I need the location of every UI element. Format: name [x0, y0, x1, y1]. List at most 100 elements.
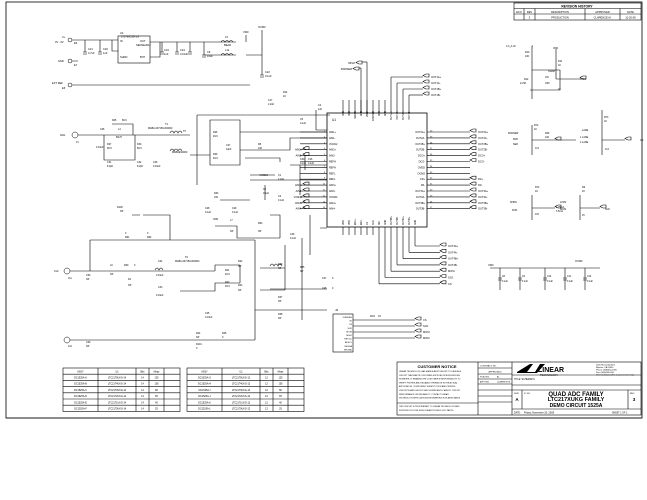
label-analog-in-r33: R33 [214, 192, 219, 195]
u1-pin-label: VDD [343, 220, 345, 225]
label-clock-in-clk: CLK [54, 270, 59, 273]
net-port-icon [439, 267, 447, 272]
table-cell: LTC2170UKG-12 [232, 408, 251, 411]
label-clock-in-r41v: 49.9 [225, 273, 230, 276]
label-title-block-size: A [515, 397, 519, 402]
label-clock-in-r38v: NP [278, 317, 282, 320]
net-label: AIN3- [296, 190, 303, 193]
u1-pin-label: OUT2A- [416, 137, 425, 140]
u1-pin-label: AIN3- [329, 190, 336, 193]
u1-pin-number: 10 [323, 184, 326, 186]
u1-pin-label: REFL [329, 178, 336, 181]
label-jumpers-shdn: SHDN [510, 201, 517, 204]
label-analog-in-r8: R8 [258, 143, 262, 146]
u1-pin-wires [300, 61, 470, 285]
label-jumpers-r74: R74 [535, 186, 540, 189]
label-power-pin-in: IN [120, 39, 123, 43]
spi-pin-label: SCK [348, 328, 353, 330]
label-jumpers-cs: CS [640, 139, 644, 142]
label-jumpers-mosi: MOSI [560, 208, 566, 211]
table-cell: 105 [155, 383, 160, 386]
label-analog-in-c1: C1 [278, 174, 282, 177]
label-clock-in-r37v: NP [278, 300, 282, 303]
table-cell: 80 [155, 389, 158, 392]
u1-pin-label: OUT3A+ [415, 190, 425, 193]
label-title-block-date: Friday, November 20, 2009 [524, 412, 555, 415]
spi-pin-label: CS [349, 324, 353, 326]
label-jumpers-ser: SER [513, 143, 518, 146]
label-power-pin-shdn: SHDN [120, 55, 127, 59]
u1-pin-label: VDD [349, 220, 351, 225]
label-power-pin-sense: SENSE/ADJ [136, 43, 151, 47]
label-power-vdd: VDD [243, 30, 249, 34]
spi-pin-label: 5V [349, 321, 352, 323]
table-cell: DC1525A-K [198, 401, 211, 404]
label-clock-in-t6p: MABA-007159-000000 [175, 260, 200, 263]
label-power-c19v: 1uF [164, 52, 169, 56]
label-jumpers-on: ON [545, 76, 549, 79]
label-power-bead: BEAD [224, 43, 231, 47]
label-analog-in-c29v: 0.1uF [232, 211, 239, 214]
label-power-gnd: GND [58, 59, 64, 63]
label-clock-in-r100: R100 [117, 206, 123, 209]
label-jumpers-lvds: LVDS [560, 201, 566, 204]
label-analog-in-c28v: 0.1uF [205, 211, 212, 214]
u1-pin-label: OUT3B- [416, 208, 425, 211]
u1-pin-number: 4 [324, 148, 326, 150]
spi-pin-label: MOSI [346, 331, 352, 333]
label-analog-in-c26v: 0.01uF [153, 165, 161, 168]
sck-port-icon [599, 204, 607, 209]
table-header: Bits [265, 370, 270, 373]
net-port-icon [302, 146, 310, 150]
label-title-block-company-sub: TECHNOLOGY [540, 373, 558, 377]
net-port-icon [414, 316, 422, 321]
revision-history-table [513, 2, 642, 21]
table-cell: 65 [279, 395, 282, 398]
label-clock-in-r44: R44 [196, 332, 201, 335]
u1-pin-number: 29 [430, 195, 433, 197]
u1-pin-label: VDD [343, 111, 345, 116]
label-clock-in-r39: R39 [278, 263, 283, 266]
u1-pin-label: GND [361, 111, 363, 116]
u1-pin-label: OUT1B+ [403, 110, 405, 120]
u1-pin-label: AIN2+ [329, 149, 337, 152]
u1-pin-number: 31 [430, 184, 433, 186]
net-port-icon [469, 140, 477, 145]
revision-header: ECO [516, 10, 522, 14]
label-jumpers-par: PAR [513, 138, 518, 141]
label-analog-in-c32: C32 [137, 161, 142, 164]
u1-adc-chip [326, 112, 428, 228]
table-cell: 25 [279, 408, 282, 411]
table-cell: DC1525A-A [74, 377, 87, 380]
spi-pin-label: MISO [346, 335, 352, 337]
assembly-tables [62, 367, 305, 412]
label-power-reg-ref: U2 [120, 31, 124, 35]
spi-connector-ref: J2 [335, 308, 339, 312]
label-analog-in-c27v: 10pF [226, 148, 232, 151]
net-port-icon [469, 193, 477, 198]
spi-pin-label: EESCL [345, 342, 353, 344]
rn-value: 33 [378, 315, 381, 318]
label-jumpers-parser: PAR/SER [508, 132, 519, 135]
u1-pin-label: OGND [418, 172, 426, 175]
net-port-icon [469, 199, 477, 204]
label-clock-in-r63v: NP [258, 230, 262, 233]
table-cell: 14 [141, 408, 144, 411]
label-analog-in-c4: C4 [318, 104, 322, 107]
label-analog-in-r29v: 49.9 [213, 157, 218, 160]
mosi-port-icon [554, 204, 562, 209]
label-clock-in-d1v: NP [128, 284, 132, 287]
u1-pin-label: AIN3+ [329, 184, 337, 187]
net-label: OUT2B+ [478, 142, 489, 146]
label-clock-in-r63: R63 [258, 222, 263, 225]
u1-pin-number: 2 [324, 136, 326, 138]
net-label: AIN2+ [295, 149, 303, 152]
label-clock-in-c45v: 0.01uF [205, 316, 213, 319]
label-clock-in-c49v: NP [86, 345, 90, 348]
u1-pin-number: 12 [323, 195, 326, 197]
table-cell: 12 [265, 395, 268, 398]
net-label-par-ser: PAR/SER [341, 67, 352, 71]
table-cell: 40 [155, 401, 158, 404]
u1-pin-number: 14 [323, 207, 326, 209]
